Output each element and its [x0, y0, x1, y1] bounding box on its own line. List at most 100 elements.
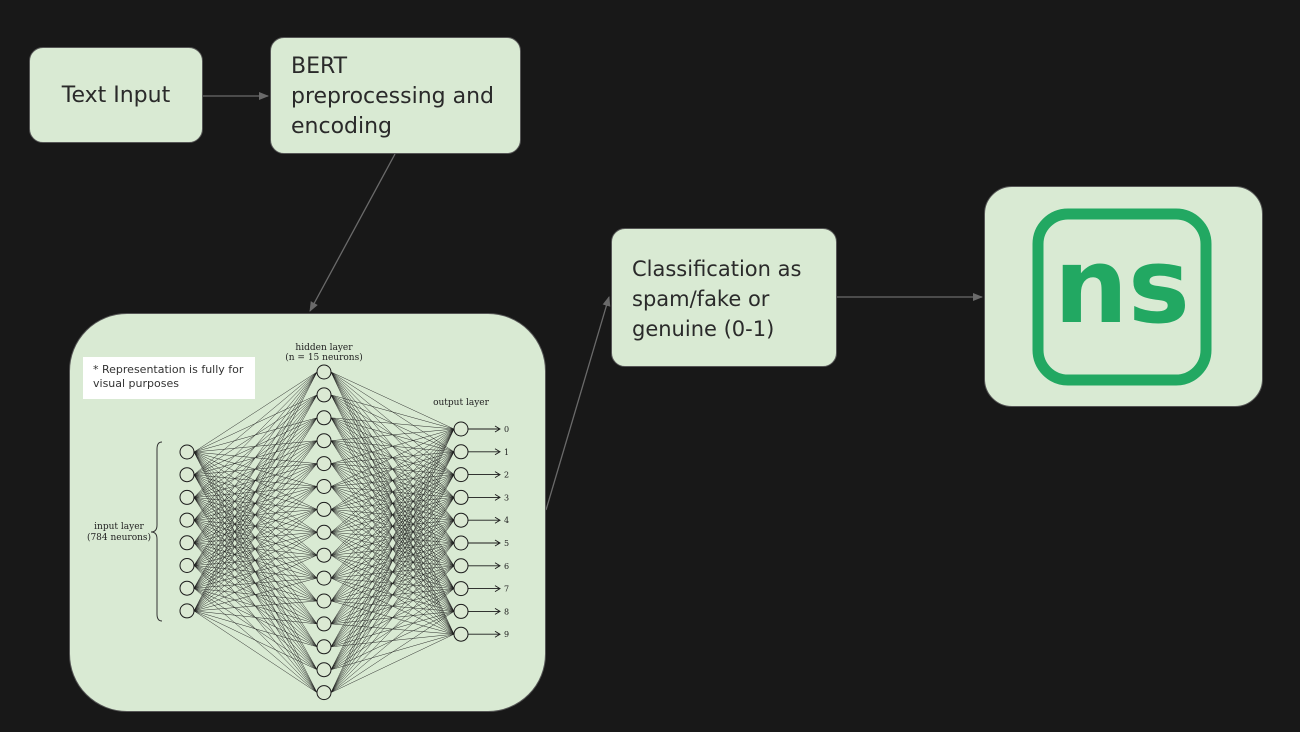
- hidden-neuron: [316, 456, 332, 472]
- hidden-output-edge: [330, 428, 455, 556]
- network-edges: [193, 371, 455, 693]
- output-arrow-head: [494, 425, 501, 433]
- input-hidden-edge: [193, 577, 318, 612]
- input-layer-label: input layer: [94, 522, 144, 532]
- input-neuron: [179, 489, 195, 505]
- input-hidden-edge: [193, 371, 318, 543]
- hidden-output-edge: [330, 520, 455, 693]
- output-neuron: [453, 581, 469, 597]
- input-hidden-edge: [193, 371, 318, 453]
- output-arrow-head: [494, 448, 501, 456]
- hidden-neuron: [316, 616, 332, 632]
- ns-logo: ns: [1032, 208, 1212, 386]
- output-digit-label: 5: [504, 539, 509, 548]
- hidden-output-edge: [330, 428, 455, 579]
- output-digit-label: 0: [504, 425, 509, 434]
- input-hidden-edge: [193, 532, 318, 612]
- input-neuron: [179, 444, 195, 460]
- classification-box: Classification as spam/fake or genuine (…: [611, 228, 837, 367]
- arrow-bert-to-network: [309, 153, 396, 312]
- hidden-neuron: [316, 570, 332, 586]
- hidden-neuron: [316, 479, 332, 494]
- output-neuron: [453, 421, 469, 437]
- input-hidden-edge: [193, 371, 318, 612]
- hidden-output-edge: [330, 428, 455, 670]
- output-digit-label: 4: [504, 516, 509, 525]
- output-neuron: [453, 626, 469, 642]
- logo-box: ns: [984, 186, 1263, 407]
- text-input-box: Text Input: [29, 47, 203, 143]
- input-hidden-edge: [193, 417, 318, 612]
- hidden-output-edge: [330, 428, 455, 533]
- output-neuron: [453, 489, 469, 505]
- input-neuron: [179, 603, 195, 619]
- output-digit-label: 8: [504, 607, 509, 616]
- hidden-layer-count: (n = 15 neurons): [285, 352, 362, 363]
- output-layer-label: output layer: [433, 398, 490, 408]
- output-arrow-head: [494, 630, 501, 638]
- bert-encoding-box: BERT preprocessing and encoding: [270, 37, 521, 154]
- input-hidden-edge: [193, 371, 318, 521]
- hidden-output-edge: [330, 428, 455, 602]
- hidden-neuron: [316, 593, 332, 609]
- output-neuron: [453, 512, 469, 528]
- representation-note-text: * Representation is fully for visual pur…: [93, 363, 244, 390]
- hidden-output-edge: [330, 428, 455, 487]
- input-hidden-edge: [193, 610, 318, 625]
- input-hidden-edge: [193, 554, 318, 612]
- classification-label: Classification as spam/fake or genuine (…: [632, 257, 802, 341]
- hidden-neuron: [316, 524, 332, 540]
- hidden-output-edge: [330, 428, 455, 647]
- input-hidden-edge: [193, 463, 318, 612]
- hidden-output-edge: [330, 611, 455, 693]
- hidden-neuron: [316, 501, 332, 517]
- output-neuron: [453, 444, 469, 460]
- ns-logo-text: ns: [1054, 225, 1190, 347]
- hidden-neuron: [316, 433, 332, 449]
- hidden-neuron: [316, 685, 332, 701]
- input-layer-brace: [150, 441, 163, 622]
- input-hidden-edge: [193, 394, 318, 612]
- input-layer-count: (784 neurons): [87, 532, 151, 543]
- text-input-label: Text Input: [61, 82, 171, 108]
- hidden-neuron: [316, 547, 332, 563]
- input-hidden-edge: [193, 371, 318, 589]
- hidden-neuron: [316, 387, 332, 403]
- hidden-output-edge: [330, 428, 455, 510]
- input-hidden-edge: [193, 600, 318, 612]
- output-arrow-head: [494, 585, 501, 592]
- output-digit-label: 1: [504, 448, 509, 457]
- hidden-output-edge: [330, 542, 455, 693]
- hidden-output-edge: [330, 428, 455, 441]
- hidden-output-edge: [330, 633, 455, 693]
- input-neuron: [179, 512, 195, 528]
- output-digit-label: 3: [504, 493, 509, 502]
- representation-note: * Representation is fully for visual pur…: [83, 357, 255, 399]
- hidden-output-edge: [330, 371, 455, 430]
- input-hidden-edge: [193, 509, 318, 612]
- output-digit-label: 2: [504, 471, 509, 480]
- hidden-output-edge: [330, 474, 455, 693]
- hidden-output-edge: [330, 497, 455, 693]
- input-neuron: [179, 467, 195, 483]
- hidden-output-edge: [330, 565, 455, 693]
- hidden-output-edge: [330, 451, 455, 693]
- output-arrow-head: [494, 494, 501, 501]
- input-hidden-edge: [193, 610, 318, 693]
- output-arrow-head: [494, 608, 501, 615]
- output-neuron: [453, 603, 469, 619]
- input-hidden-edge: [193, 610, 318, 670]
- output-neuron: [453, 535, 469, 551]
- input-hidden-edge: [193, 610, 318, 648]
- hidden-layer-label: hidden layer: [295, 343, 353, 353]
- hidden-output-edge: [330, 428, 455, 625]
- input-neuron: [179, 580, 195, 596]
- output-digit-label: 7: [504, 585, 509, 594]
- hidden-output-edge: [330, 428, 455, 464]
- output-arrow-head: [494, 539, 501, 547]
- hidden-output-edge: [330, 394, 455, 430]
- output-neuron: [453, 558, 469, 574]
